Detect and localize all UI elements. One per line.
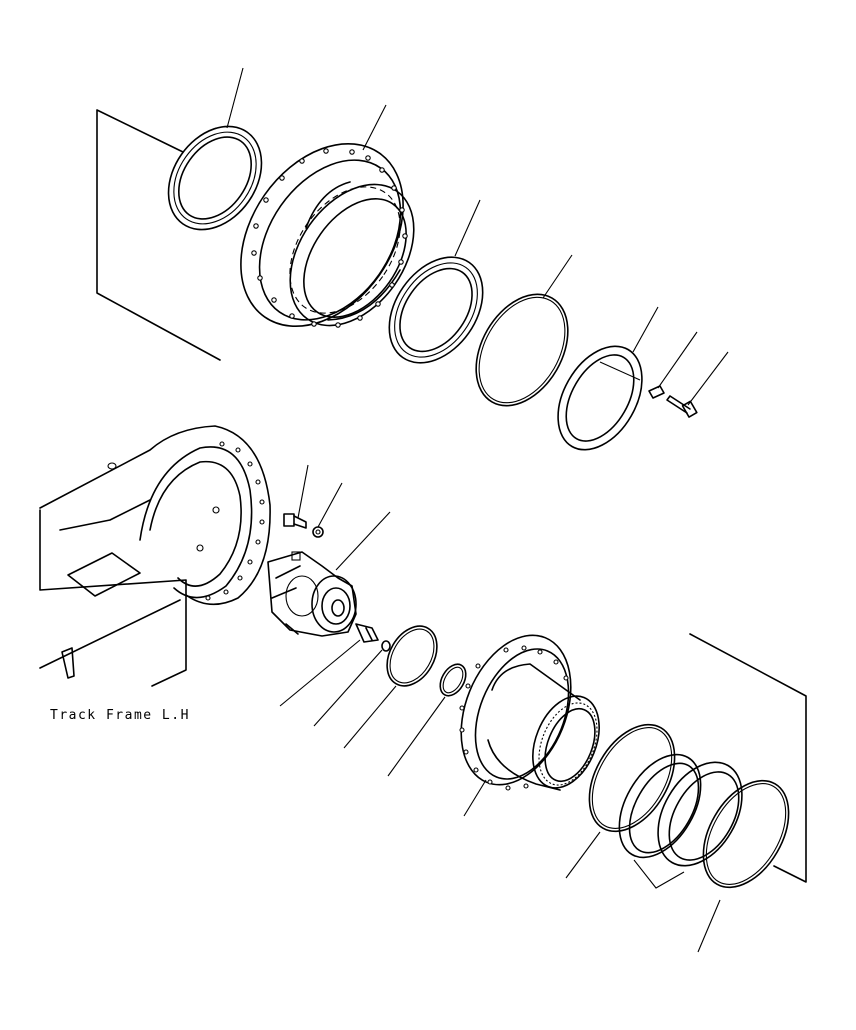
part-seal-ring-middle (388, 256, 484, 364)
part-hub-housing (459, 634, 600, 791)
part-bolt-motor (283, 513, 307, 529)
leader-part-5 (632, 306, 659, 353)
leader-part-17 (633, 859, 685, 889)
leader-part-9 (317, 482, 343, 528)
leader-part-14 (387, 696, 446, 777)
part-o-ring-middle (386, 625, 438, 687)
leader-part-18 (697, 899, 721, 953)
part-o-ring-lower (588, 723, 676, 833)
upper-group-bracket (96, 109, 221, 361)
leader-part-15 (463, 779, 487, 817)
part-snap-ring (439, 663, 467, 697)
part-washer-motor (312, 526, 324, 538)
leader-part-4 (542, 254, 573, 299)
leader-part-10 (335, 511, 391, 571)
part-small-o-ring (381, 640, 391, 652)
track-frame-label: Track Frame L.H (50, 708, 190, 723)
leader-part-11 (279, 639, 361, 707)
part-o-ring-upper (475, 293, 569, 407)
leader-part-6 (657, 331, 698, 389)
part-sprocket (240, 142, 415, 328)
leader-part-7 (687, 351, 729, 406)
leader-part-8 (297, 464, 309, 519)
part-lock-washer (648, 385, 665, 399)
leader-part-2 (362, 104, 387, 151)
lower-group-bracket (689, 633, 807, 883)
part-large-o-ring (702, 779, 790, 889)
leader-part-1 (226, 67, 244, 129)
leader-part-16 (565, 831, 601, 879)
part-spline-shaft (355, 623, 379, 643)
track-frame (39, 425, 271, 687)
part-retainer-plate (557, 345, 643, 451)
part-travel-motor (267, 551, 357, 637)
leader-part-12 (313, 649, 383, 727)
leader-part-13 (343, 685, 397, 749)
part-seal-ring-upper (167, 125, 263, 231)
part-floating-seal (618, 753, 743, 867)
part-bolt-upper (666, 395, 698, 418)
leader-part-3 (454, 199, 481, 257)
